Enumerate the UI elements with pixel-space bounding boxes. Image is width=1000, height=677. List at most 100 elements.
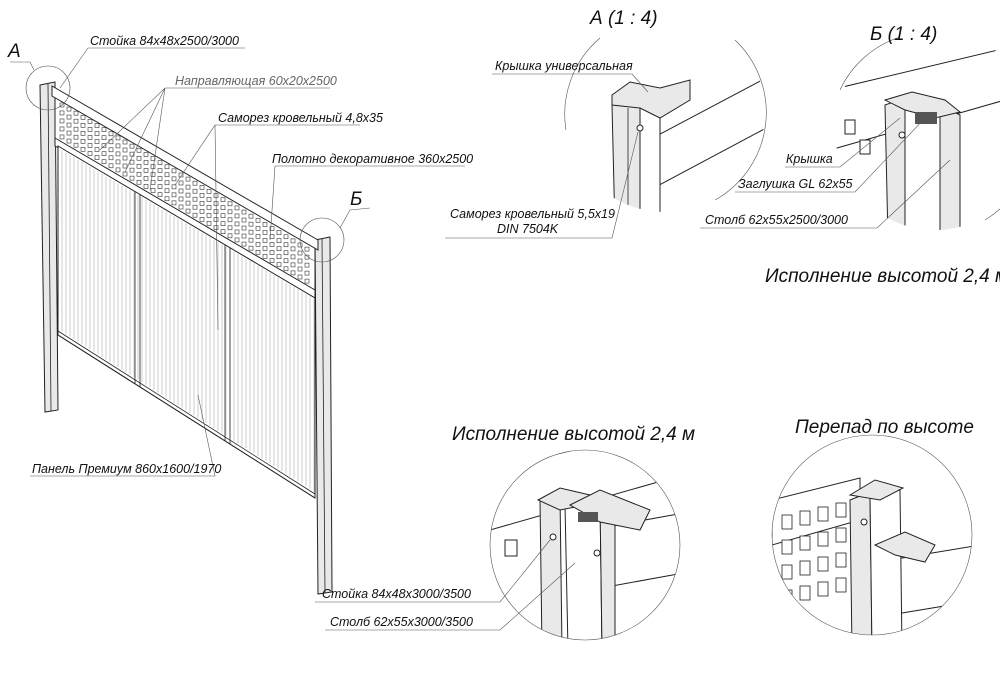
perforation-hole [59, 118, 65, 124]
perforation-hole [241, 233, 247, 239]
perforation-hole [108, 163, 114, 169]
perforation-hole [835, 552, 847, 568]
perforation-hole [262, 238, 268, 243]
perforation-hole [115, 167, 121, 173]
perforation-hole [304, 246, 310, 252]
perforation-hole [290, 254, 296, 260]
perforation-hole [122, 147, 128, 153]
top-rail [51, 85, 319, 251]
perforation-hole [108, 147, 114, 153]
perforation-hole [269, 226, 275, 231]
perforation-hole [164, 164, 170, 170]
perforation-hole [781, 589, 793, 605]
perforation-hole [241, 225, 247, 231]
perforation-hole [255, 217, 261, 223]
perforation-hole [799, 585, 811, 601]
perforation-hole [199, 209, 205, 214]
perforation-hole [129, 167, 135, 173]
perforation-hole [73, 142, 79, 148]
perforation-hole [136, 171, 142, 177]
callout-circle-a [25, 65, 71, 111]
perforation-hole [143, 184, 149, 189]
perforation-hole [241, 217, 247, 223]
perforation-hole [276, 238, 282, 243]
perforation-hole [781, 514, 793, 530]
perforation-hole [157, 184, 163, 189]
perforation-hole [283, 242, 289, 248]
perforation-hole [59, 134, 65, 140]
perforation-hole [171, 200, 177, 206]
perforation-hole [269, 250, 275, 255]
perforation-hole [164, 188, 170, 194]
detail-b-pole-label: Столб 62x55x2500/3000 [705, 213, 848, 227]
perforation-hole [122, 171, 128, 177]
detail-b-title: Б (1 : 4) [870, 24, 937, 45]
perforation-hole [115, 143, 121, 149]
perforation-hole [108, 155, 114, 161]
perforation-hole [59, 110, 65, 116]
perforation-hole [283, 250, 289, 256]
perforation-hole [227, 225, 233, 231]
perforation-hole [87, 143, 93, 148]
perforation-hole [248, 213, 254, 219]
perforation-hole [94, 131, 100, 136]
perforation-hole [297, 266, 303, 272]
perforation-hole [290, 238, 296, 244]
perforation-hole [122, 155, 128, 161]
perforation-hole [171, 184, 177, 190]
perforation-hole [157, 192, 163, 197]
perforation-hole [276, 230, 282, 235]
perforation-hole [73, 118, 79, 124]
perforation-hole [171, 176, 177, 182]
perforation-hole [304, 270, 310, 276]
detail-a: А (1 : 4) Крышка универсальная Саморез к… [445, 8, 767, 239]
perforation-hole [115, 135, 121, 141]
perforation-hole [129, 151, 135, 157]
perforation-hole [304, 254, 310, 260]
perforation-hole [192, 180, 198, 186]
perforation-hole [192, 188, 198, 194]
perforation-hole [241, 241, 247, 247]
perforation-hole [255, 249, 261, 255]
perforation-hole [150, 188, 156, 193]
perforation-hole [87, 151, 93, 156]
perforation-hole [66, 138, 72, 144]
detail-d: Перепад по высоте [771, 417, 974, 636]
perforation-hole [248, 245, 254, 251]
perforation-hole [234, 213, 240, 219]
perforation-hole [206, 189, 212, 194]
perforation-hole [192, 204, 198, 210]
perforation-hole [255, 225, 261, 231]
perforation-hole [227, 233, 233, 239]
perforation-hole [73, 126, 79, 132]
perforation-hole [59, 102, 65, 108]
perforation-hole [178, 180, 184, 186]
perforation-hole [283, 266, 289, 272]
perforation-hole [297, 274, 303, 280]
perforation-hole [66, 130, 72, 136]
perforation-hole [150, 156, 156, 161]
detail-a-screw-din: DIN 7504K [497, 222, 559, 236]
detail-d-title: Перепад по высоте [795, 417, 974, 438]
perforation-hole [234, 205, 240, 211]
perforation-hole [143, 160, 149, 165]
perforation-hole [150, 172, 156, 177]
perforation-hole [185, 192, 191, 198]
perforation-hole [80, 123, 86, 128]
callout-label-a: А [7, 41, 21, 62]
perforation-hole [185, 200, 191, 206]
perforation-hole [220, 221, 226, 226]
perforation-hole [185, 208, 191, 214]
perforation-hole [290, 262, 296, 268]
perforation-hole [220, 197, 226, 202]
perforation-hole [213, 217, 219, 222]
perforation-hole [101, 127, 107, 132]
perforation-hole [143, 168, 149, 173]
perforation-hole [234, 237, 240, 243]
perforation-hole [220, 205, 226, 210]
perforation-hole [835, 502, 847, 518]
perforation-hole [171, 192, 177, 198]
perforation-hole [122, 163, 128, 169]
label-panel: Панель Премиум 860x1600/1970 [32, 462, 221, 476]
